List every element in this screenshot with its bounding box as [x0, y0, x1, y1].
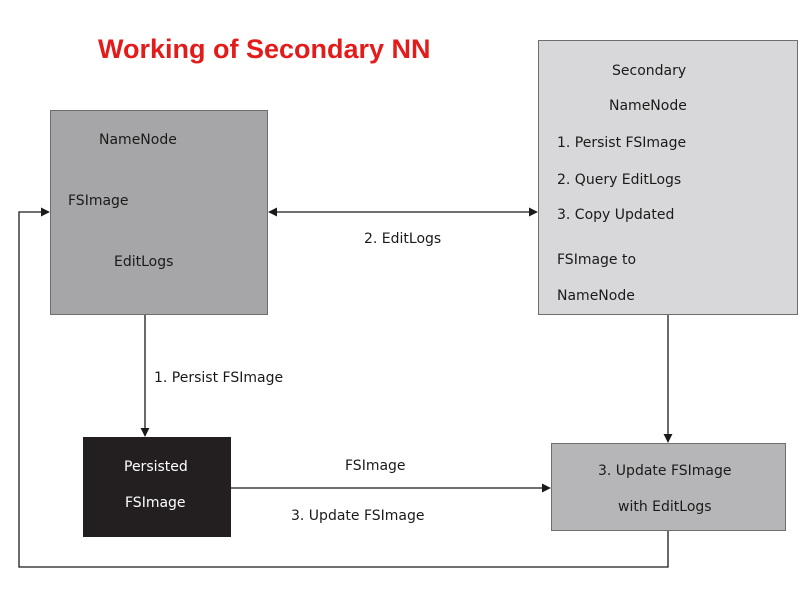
edge-label-update-fsimage: 3. Update FSImage [291, 508, 425, 524]
secondary-step-3: 3. Copy Updated [557, 207, 675, 223]
diagram-title: Working of Secondary NN [98, 34, 431, 64]
update-label-line1: 3. Update FSImage [598, 463, 732, 479]
feedback-loop-arrow [18, 207, 669, 568]
secondary-step-3-cont-1: FSImage to [557, 252, 637, 268]
update-label-line2: with EditLogs [618, 499, 712, 515]
edge-label-editlogs: 2. EditLogs [364, 231, 442, 247]
edge-label-fsimage: FSImage [345, 458, 406, 474]
persisted-fsimage-box [83, 437, 231, 537]
secondary-title-line2: NameNode [609, 98, 687, 114]
secondary-step-3-cont-2: NameNode [557, 288, 635, 304]
secondary-namenode-box [538, 40, 798, 315]
secondary-step-1: 1. Persist FSImage [557, 135, 687, 151]
persisted-label-line2: FSImage [125, 495, 186, 511]
namenode-box [50, 110, 268, 315]
namenode-fsimage-label: FSImage [68, 193, 129, 209]
namenode-editlogs-label: EditLogs [114, 254, 174, 270]
update-fsimage-box [551, 443, 786, 531]
secondary-step-2: 2. Query EditLogs [557, 172, 682, 188]
persisted-label-line1: Persisted [124, 459, 188, 475]
secondary-title-line1: Secondary [612, 63, 687, 79]
namenode-title: NameNode [99, 132, 177, 148]
edge-label-persist-fsimage: 1. Persist FSImage [154, 370, 284, 386]
